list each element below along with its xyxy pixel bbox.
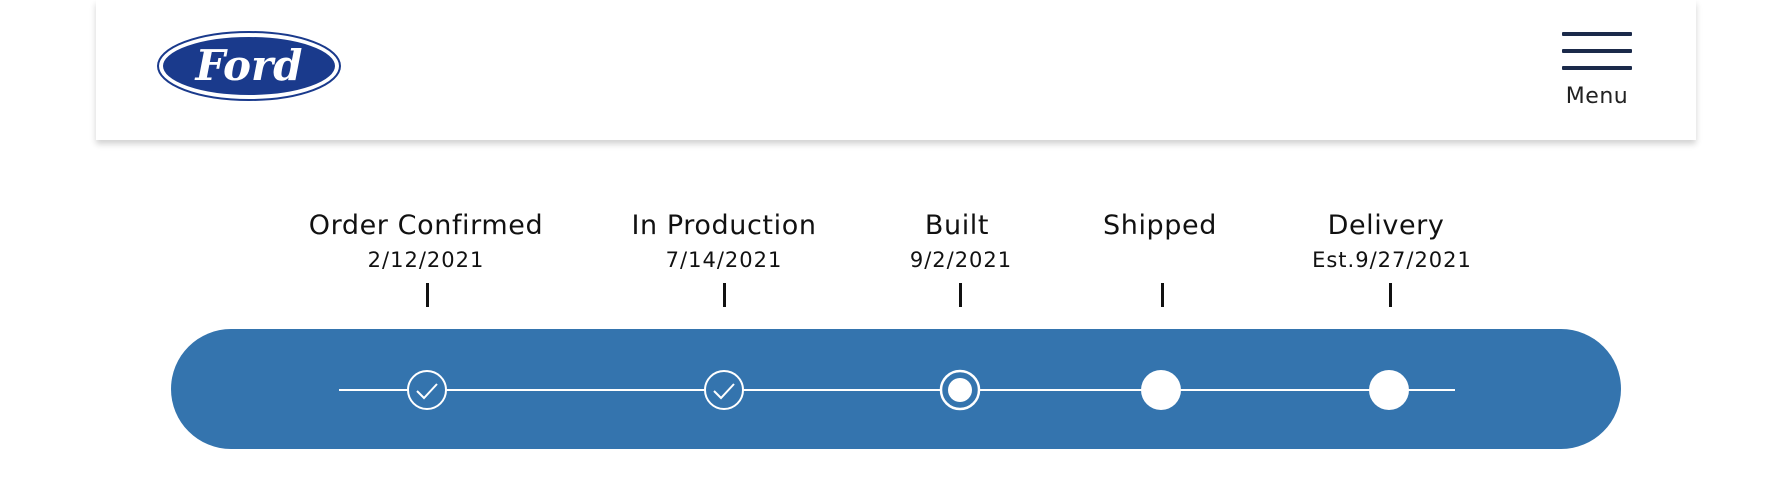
step-marker-order-confirmed bbox=[407, 370, 447, 410]
step-date-delivery: Est.9/27/2021 bbox=[1312, 248, 1472, 272]
current-dot-icon bbox=[948, 378, 972, 402]
step-tick bbox=[426, 283, 429, 307]
step-tick bbox=[959, 283, 962, 307]
step-marker-shipped bbox=[1141, 370, 1181, 410]
step-marker-in-production bbox=[704, 370, 744, 410]
step-label-in-production: In Production bbox=[631, 210, 817, 241]
step-label-delivery: Delivery bbox=[1327, 210, 1445, 241]
hamburger-icon bbox=[1562, 32, 1632, 72]
step-label-shipped: Shipped bbox=[1103, 210, 1217, 241]
step-date-in-production: 7/14/2021 bbox=[665, 248, 783, 272]
step-label-built: Built bbox=[924, 210, 990, 241]
menu-label: Menu bbox=[1565, 84, 1629, 109]
step-marker-built bbox=[939, 369, 981, 411]
progress-track bbox=[339, 369, 1455, 411]
step-tick bbox=[1389, 283, 1392, 307]
menu-button[interactable]: Menu bbox=[1540, 32, 1640, 116]
step-date-built: 9/2/2021 bbox=[909, 248, 1013, 272]
checkmark-icon bbox=[713, 383, 735, 400]
ford-oval-icon: Ford bbox=[157, 31, 341, 101]
checkmark-icon bbox=[416, 383, 438, 400]
ford-logo[interactable]: Ford bbox=[156, 30, 342, 102]
step-label-order-confirmed: Order Confirmed bbox=[308, 210, 544, 241]
site-header: Ford Menu bbox=[96, 0, 1696, 140]
step-marker-delivery bbox=[1369, 370, 1409, 410]
step-tick bbox=[1161, 283, 1164, 307]
progress-tracker bbox=[171, 329, 1621, 449]
logo-text: Ford bbox=[194, 41, 302, 90]
step-date-order-confirmed: 2/12/2021 bbox=[367, 248, 485, 272]
step-tick bbox=[723, 283, 726, 307]
